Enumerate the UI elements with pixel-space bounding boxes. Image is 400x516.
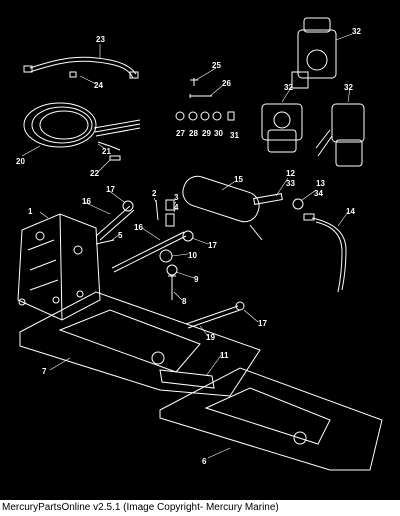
label-19: 19 <box>206 333 215 342</box>
part-24-fitting <box>69 71 77 78</box>
part-2-pin <box>155 199 159 221</box>
label-6: 6 <box>202 457 207 466</box>
label-34: 34 <box>314 189 323 198</box>
part-5-bolt <box>95 239 115 245</box>
leader-lines <box>21 33 353 459</box>
part-12-fitting <box>253 193 283 205</box>
exploded-parts-diagram: 23 24 25 26 27 28 29 30 31 32 32 32 20 2… <box>16 17 383 471</box>
copyright-caption: MercuryPartsOnline v2.5.1 (Image Copyrig… <box>0 500 400 516</box>
label-17-c: 17 <box>258 319 267 328</box>
label-16: 16 <box>82 197 91 206</box>
part-4-spacer <box>165 213 175 227</box>
part-3-bushing <box>165 199 175 211</box>
label-32: 32 <box>352 27 361 36</box>
label-26: 26 <box>222 79 231 88</box>
label-7: 7 <box>42 367 47 376</box>
label-5: 5 <box>118 231 123 240</box>
label-3: 3 <box>174 193 179 202</box>
part-21-wire <box>97 141 121 151</box>
label-25: 25 <box>212 61 221 70</box>
part-6-trim-tab-plate <box>159 367 383 471</box>
part-19-pin <box>185 305 241 329</box>
label-28: 28 <box>189 129 198 138</box>
label-4: 4 <box>174 203 179 212</box>
label-32-c: 32 <box>344 83 353 92</box>
label-27: 27 <box>176 129 185 138</box>
label-32-b: 32 <box>284 83 293 92</box>
part-13-nut <box>292 198 304 210</box>
label-8: 8 <box>182 297 187 306</box>
label-29: 29 <box>202 129 211 138</box>
part-15-cylinder <box>182 175 263 241</box>
label-10: 10 <box>188 251 197 260</box>
part-14-hose <box>303 213 347 293</box>
label-17: 17 <box>106 185 115 194</box>
part-32-pump-motor-alt-2 <box>315 103 365 167</box>
label-12: 12 <box>286 169 295 178</box>
part-17-nut <box>122 200 134 212</box>
label-2: 2 <box>152 189 157 198</box>
label-9: 9 <box>194 275 199 284</box>
label-30: 30 <box>214 129 223 138</box>
part-32-pump-motor-alt-1 <box>261 103 303 153</box>
label-11: 11 <box>220 351 229 360</box>
label-16-b: 16 <box>134 223 143 232</box>
label-33: 33 <box>286 179 295 188</box>
label-13: 13 <box>316 179 325 188</box>
part-26-bolt <box>189 94 212 98</box>
part-8-bolt <box>168 275 176 300</box>
part-20-cable-harness <box>23 102 141 148</box>
label-15: 15 <box>234 175 243 184</box>
part-22-connector <box>109 155 121 161</box>
part-23-hose <box>23 56 139 79</box>
label-23: 23 <box>96 35 105 44</box>
label-22: 22 <box>90 169 99 178</box>
part-11-plate <box>159 369 215 389</box>
part-7-trim-tab-plate <box>19 291 261 397</box>
parts-27-31-hardware <box>175 111 235 121</box>
part-9-washer <box>166 264 178 276</box>
part-16-shaft <box>95 205 135 241</box>
part-25-screw <box>190 78 198 86</box>
label-17-b: 17 <box>208 241 217 250</box>
label-31: 31 <box>230 131 239 140</box>
label-21: 21 <box>102 147 111 156</box>
part-1-transom-bracket <box>17 213 101 321</box>
label-14: 14 <box>346 207 355 216</box>
part-32-pump-motor <box>291 17 337 89</box>
label-20: 20 <box>16 157 25 166</box>
part-17-nut-2 <box>182 230 194 242</box>
part-16-shaft-lower <box>111 231 187 273</box>
part-10-washer <box>159 249 173 263</box>
label-1: 1 <box>28 207 33 216</box>
label-24: 24 <box>94 81 103 90</box>
